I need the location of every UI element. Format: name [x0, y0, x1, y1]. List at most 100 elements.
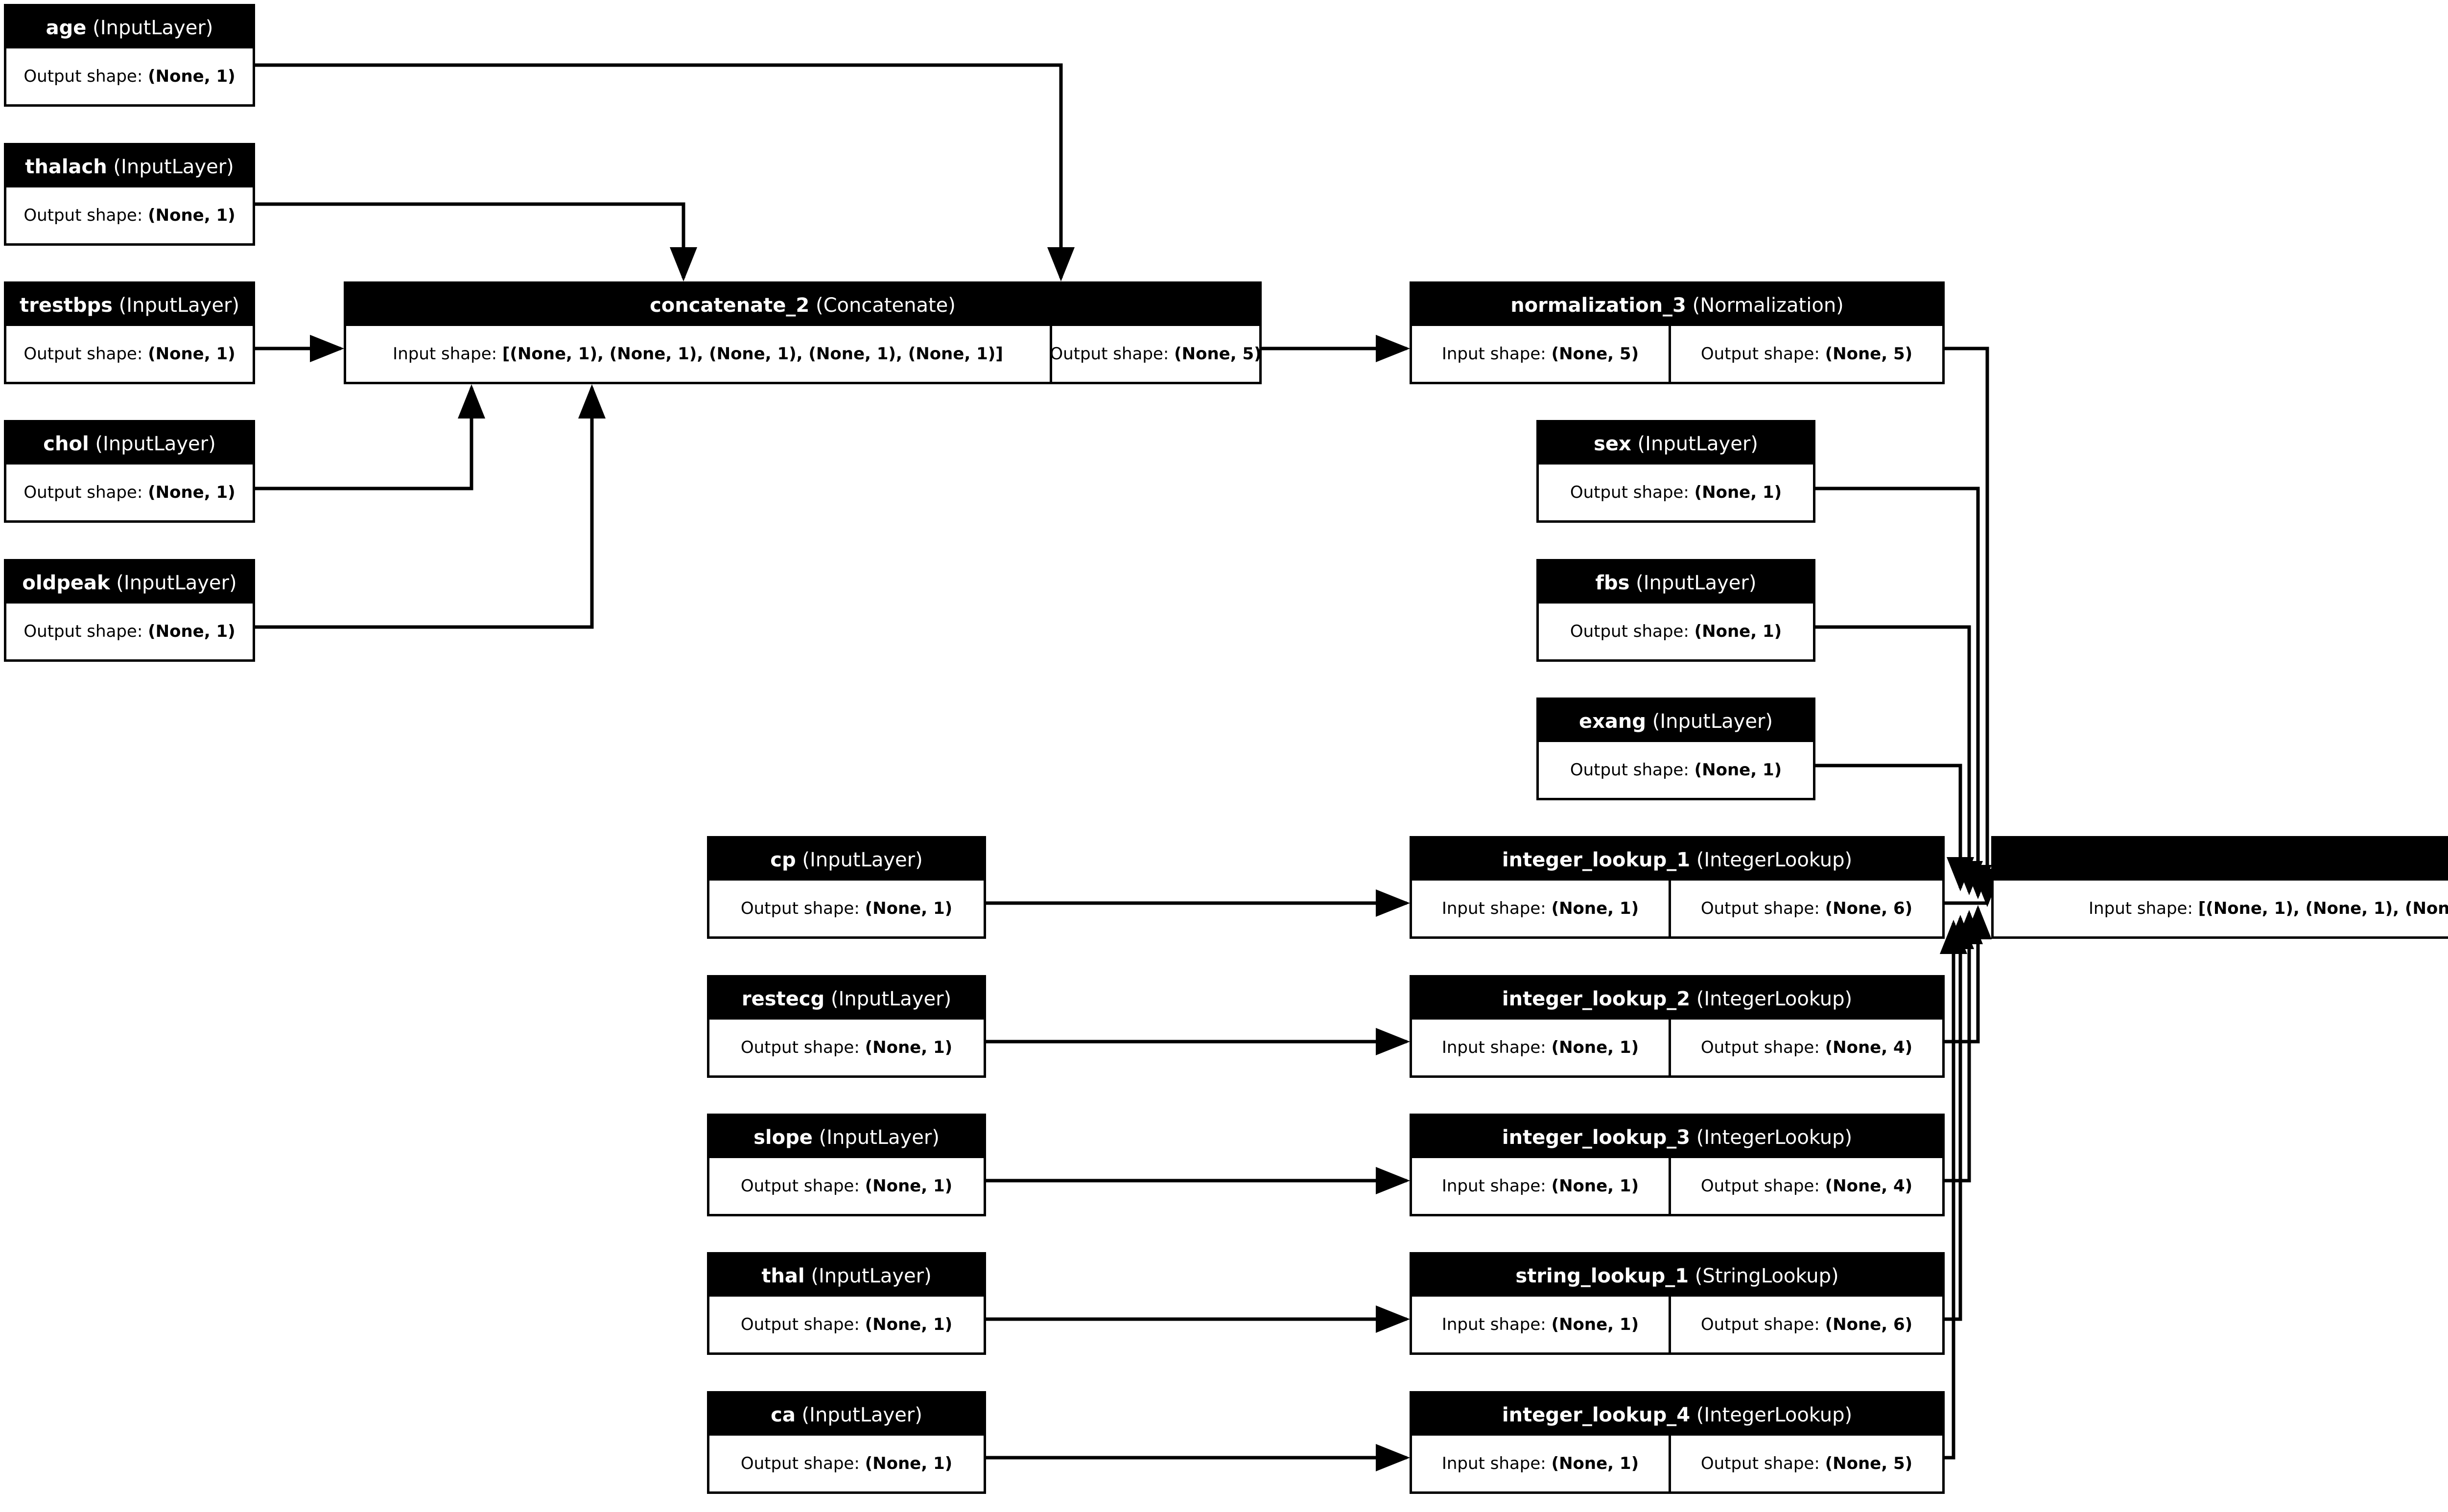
node-string_lookup_1-input-shape-cell: Input shape: (None, 1) — [1412, 1297, 1669, 1352]
node-thalach-shapes: Output shape: (None, 1) — [6, 187, 253, 243]
node-fbs-title: fbs (InputLayer) — [1539, 561, 1813, 604]
node-integer_lookup_3-class: IntegerLookup — [1704, 1126, 1845, 1149]
node-chol-output-shape: (None, 1) — [148, 483, 235, 502]
edge-thalach-to-concatenate_2 — [255, 202, 697, 281]
node-slope[interactable]: slope (InputLayer) Output shape: (None, … — [707, 1114, 986, 1216]
node-fbs[interactable]: fbs (InputLayer) Output shape: (None, 1) — [1536, 559, 1815, 662]
node-integer_lookup_3-input-shape: (None, 1) — [1551, 1176, 1639, 1196]
node-cp[interactable]: cp (InputLayer) Output shape: (None, 1) — [707, 836, 986, 939]
node-sex[interactable]: sex (InputLayer) Output shape: (None, 1) — [1536, 420, 1815, 523]
node-integer_lookup_1-title: integer_lookup_1 (IntegerLookup) — [1412, 838, 1942, 881]
output-shape-label: Output shape: — [740, 899, 860, 918]
node-age[interactable]: age (InputLayer) Output shape: (None, 1) — [4, 4, 255, 107]
node-age-output-shape-cell: Output shape: (None, 1) — [6, 48, 253, 104]
output-shape-label: Output shape: — [24, 344, 143, 364]
node-normalization_3[interactable]: normalization_3 (Normalization) Input sh… — [1410, 281, 1945, 384]
edge-integer_lookup_2-to-concatenate_3 — [1945, 905, 1992, 1044]
edge-oldpeak-to-concatenate_2 — [255, 384, 606, 629]
edge-integer_lookup_3-to-concatenate_3 — [1945, 910, 1983, 1183]
node-trestbps[interactable]: trestbps (InputLayer) Output shape: (Non… — [4, 281, 255, 384]
node-oldpeak[interactable]: oldpeak (InputLayer) Output shape: (None… — [4, 559, 255, 662]
node-cp-output-shape: (None, 1) — [865, 899, 953, 918]
node-cp-name: cp — [770, 849, 796, 871]
node-oldpeak-name: oldpeak — [22, 572, 110, 594]
node-normalization_3-input-shape: (None, 5) — [1551, 344, 1639, 364]
node-exang-output-shape: (None, 1) — [1694, 760, 1782, 780]
node-integer_lookup_1[interactable]: integer_lookup_1 (IntegerLookup) Input s… — [1410, 836, 1945, 939]
output-shape-label: Output shape: — [24, 483, 143, 502]
node-restecg-output-shape: (None, 1) — [865, 1038, 953, 1057]
node-thalach[interactable]: thalach (InputLayer) Output shape: (None… — [4, 143, 255, 246]
node-cp-title: cp (InputLayer) — [709, 838, 984, 881]
node-sex-name: sex — [1594, 433, 1631, 455]
node-integer_lookup_3-output-shape: (None, 4) — [1825, 1176, 1913, 1196]
node-integer_lookup_4-output-shape-cell: Output shape: (None, 5) — [1671, 1436, 1942, 1491]
node-trestbps-shapes: Output shape: (None, 1) — [6, 326, 253, 382]
node-ca[interactable]: ca (InputLayer) Output shape: (None, 1) — [707, 1391, 986, 1494]
node-concatenate_2-class: Concatenate — [823, 294, 948, 317]
node-concatenate_2[interactable]: concatenate_2 (Concatenate) Input shape:… — [344, 281, 1262, 384]
node-slope-class: InputLayer — [826, 1126, 932, 1149]
output-shape-label: Output shape: — [1700, 1315, 1820, 1334]
node-integer_lookup_1-shapes: Input shape: (None, 1) Output shape: (No… — [1412, 881, 1942, 936]
node-integer_lookup_2-input-shape-cell: Input shape: (None, 1) — [1412, 1020, 1669, 1075]
node-integer_lookup_4-input-shape: (None, 1) — [1551, 1454, 1639, 1473]
node-exang[interactable]: exang (InputLayer) Output shape: (None, … — [1536, 698, 1815, 800]
node-fbs-class: InputLayer — [1643, 572, 1749, 594]
node-cp-output-shape-cell: Output shape: (None, 1) — [709, 881, 984, 936]
node-cp-shapes: Output shape: (None, 1) — [709, 881, 984, 936]
node-ca-name: ca — [771, 1404, 796, 1426]
node-concatenate_2-title: concatenate_2 (Concatenate) — [346, 284, 1259, 326]
node-integer_lookup_4[interactable]: integer_lookup_4 (IntegerLookup) Input s… — [1410, 1391, 1945, 1494]
node-string_lookup_1[interactable]: string_lookup_1 (StringLookup) Input sha… — [1410, 1252, 1945, 1355]
node-exang-name: exang — [1578, 710, 1646, 733]
node-integer_lookup_2[interactable]: integer_lookup_2 (IntegerLookup) Input s… — [1410, 975, 1945, 1078]
node-integer_lookup_2-output-shape: (None, 4) — [1825, 1038, 1913, 1057]
output-shape-label: Output shape: — [740, 1315, 860, 1334]
node-trestbps-title: trestbps (InputLayer) — [6, 284, 253, 326]
node-thalach-output-shape: (None, 1) — [148, 206, 235, 225]
node-normalization_3-input-shape-cell: Input shape: (None, 5) — [1412, 326, 1669, 382]
node-sex-output-shape-cell: Output shape: (None, 1) — [1539, 465, 1813, 520]
node-integer_lookup_3-title: integer_lookup_3 (IntegerLookup) — [1412, 1116, 1942, 1158]
node-string_lookup_1-name: string_lookup_1 — [1515, 1265, 1689, 1287]
node-concatenate_2-input-shape: [(None, 1), (None, 1), (None, 1), (None,… — [502, 344, 1003, 364]
node-integer_lookup_3[interactable]: integer_lookup_3 (IntegerLookup) Input s… — [1410, 1114, 1945, 1216]
node-integer_lookup_2-output-shape-cell: Output shape: (None, 4) — [1671, 1020, 1942, 1075]
node-fbs-name: fbs — [1595, 572, 1630, 594]
input-shape-label: Input shape: — [1441, 1454, 1546, 1473]
node-integer_lookup_4-title: integer_lookup_4 (IntegerLookup) — [1412, 1394, 1942, 1436]
node-concatenate_3[interactable]: concatenate_3 (Concatenate) Input shape:… — [1991, 836, 2448, 939]
node-concatenate_3-title: concatenate_3 (Concatenate) — [1994, 838, 2448, 881]
edge-integer_lookup_1-to-concatenate_3 — [1945, 873, 2001, 907]
node-string_lookup_1-output-shape: (None, 6) — [1825, 1315, 1913, 1334]
node-string_lookup_1-class: StringLookup — [1702, 1265, 1831, 1287]
node-integer_lookup_2-name: integer_lookup_2 — [1502, 988, 1691, 1010]
node-exang-title: exang (InputLayer) — [1539, 700, 1813, 742]
node-restecg-output-shape-cell: Output shape: (None, 1) — [709, 1020, 984, 1075]
node-restecg-title: restecg (InputLayer) — [709, 977, 984, 1020]
node-sex-shapes: Output shape: (None, 1) — [1539, 465, 1813, 520]
node-chol[interactable]: chol (InputLayer) Output shape: (None, 1… — [4, 420, 255, 523]
node-exang-class: InputLayer — [1660, 710, 1765, 733]
output-shape-label: Output shape: — [1700, 1176, 1820, 1196]
node-ca-output-shape-cell: Output shape: (None, 1) — [709, 1436, 984, 1491]
node-restecg[interactable]: restecg (InputLayer) Output shape: (None… — [707, 975, 986, 1078]
node-oldpeak-title: oldpeak (InputLayer) — [6, 561, 253, 604]
node-oldpeak-output-shape-cell: Output shape: (None, 1) — [6, 604, 253, 659]
input-shape-label: Input shape: — [1441, 899, 1546, 918]
output-shape-label: Output shape: — [740, 1038, 860, 1057]
node-integer_lookup_3-output-shape-cell: Output shape: (None, 4) — [1671, 1158, 1942, 1214]
node-integer_lookup_2-title: integer_lookup_2 (IntegerLookup) — [1412, 977, 1942, 1020]
node-oldpeak-shapes: Output shape: (None, 1) — [6, 604, 253, 659]
node-thal[interactable]: thal (InputLayer) Output shape: (None, 1… — [707, 1252, 986, 1355]
node-integer_lookup_1-output-shape-cell: Output shape: (None, 6) — [1671, 881, 1942, 936]
node-thalach-class: InputLayer — [121, 156, 227, 178]
output-shape-label: Output shape: — [24, 622, 143, 641]
node-concatenate_3-input-shape: [(None, 1), (None, 1), (None, 1), (None,… — [2198, 899, 2448, 918]
node-age-name: age — [46, 17, 87, 39]
node-integer_lookup_4-shapes: Input shape: (None, 1) Output shape: (No… — [1412, 1436, 1942, 1491]
node-integer_lookup_1-class: IntegerLookup — [1704, 849, 1845, 871]
input-shape-label: Input shape: — [1441, 1176, 1546, 1196]
node-integer_lookup_4-name: integer_lookup_4 — [1502, 1404, 1691, 1426]
